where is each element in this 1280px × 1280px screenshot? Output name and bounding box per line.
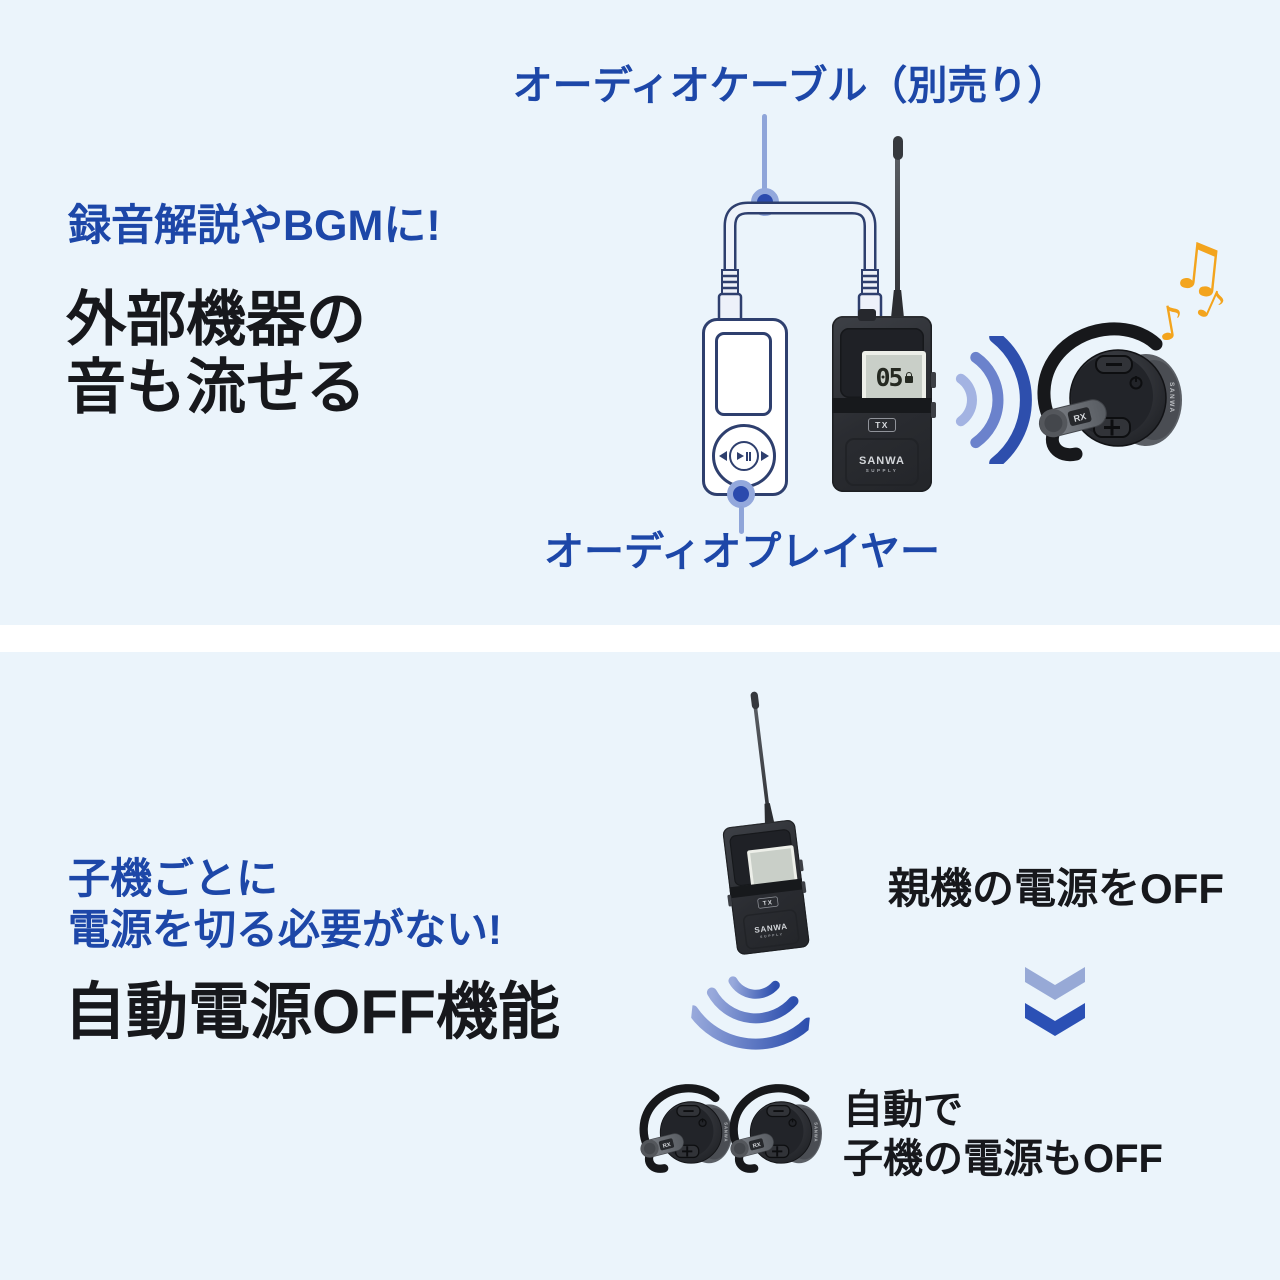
transmitter-side-button — [931, 372, 936, 388]
brand-logo: SANWA — [859, 455, 905, 467]
auto-off-title: 自動電源OFF機能 — [64, 978, 560, 1047]
transmitter-lcd-panel: 05 — [840, 328, 926, 403]
auto-off-eyebrow-line1: 子機ごとに — [68, 855, 279, 902]
antenna-icon — [895, 152, 900, 320]
receiver-boom: RX — [1038, 399, 1107, 438]
auto-off-eyebrow-line2: 電源を切る必要がない! — [68, 906, 502, 954]
transmitter-device: 05 TX SANWA SUPPLY — [832, 136, 936, 492]
rx-badge: RX — [1073, 411, 1088, 424]
external-audio-eyebrow: 録音解説やBGMに! — [68, 202, 441, 250]
ear-hook — [1037, 322, 1163, 462]
player-callout-dot — [727, 480, 755, 508]
parent-power-off-label: 親機の電源をOFF — [888, 865, 1224, 912]
transmitter-lcd-panel — [728, 828, 798, 889]
auto-off-eyebrow: 子機ごとに 電源を切る必要がない! — [68, 853, 502, 955]
transmitter-side-button — [931, 402, 936, 418]
audio-player — [702, 318, 788, 496]
audio-player-screen — [715, 332, 772, 416]
audio-player-label: オーディオプレイヤー — [544, 530, 940, 574]
brand-logo: SANWA — [813, 1122, 818, 1142]
transmitter-device: TX SANWA SUPPLY — [722, 691, 811, 956]
transmitter-battery-cover — [845, 438, 919, 486]
antenna-tip — [892, 136, 903, 160]
transmitter-audio-jack — [858, 309, 876, 321]
earpiece-receiver-illustration: RX SANWA — [1037, 322, 1182, 462]
transmitter-side-button — [798, 859, 804, 872]
earpiece-receiver: RX SANWA — [726, 1080, 828, 1176]
player-callout-line — [739, 506, 744, 534]
child-power-off-line1: 自動で — [843, 1088, 963, 1132]
earpiece-receiver: RX SANWA — [636, 1080, 738, 1176]
brand-logo: SANWA — [723, 1122, 728, 1142]
audio-player-clickwheel — [712, 424, 776, 488]
cable-callout-line — [762, 114, 767, 192]
antenna-tip — [749, 691, 760, 710]
brand-logo-sub: SUPPLY — [865, 468, 899, 473]
child-power-off-label: 自動で 子機の電源もOFF — [843, 1086, 1163, 1184]
next-icon — [761, 451, 769, 461]
section-divider — [0, 625, 1280, 652]
rx-badge: RX — [752, 1142, 761, 1150]
transmitter-groove — [832, 398, 932, 413]
tx-badge: TX — [868, 418, 896, 432]
brand-logo: SANWA — [1168, 382, 1175, 414]
earpiece-receiver: RX SANWA — [1032, 316, 1192, 466]
transmitter-side-button — [801, 881, 807, 894]
prev-icon — [719, 451, 727, 461]
wireless-signal-icon — [688, 976, 814, 1050]
audio-cable-label: オーディオケーブル（別売り） — [512, 64, 1068, 108]
rx-badge: RX — [662, 1142, 671, 1150]
external-audio-title: 外部機器の 音も流せる — [66, 286, 366, 422]
external-audio-title-line1: 外部機器の — [66, 286, 366, 353]
lock-icon — [904, 372, 913, 383]
wireless-signal-icon — [955, 336, 1032, 464]
down-chevron-icon — [1025, 967, 1085, 1036]
child-power-off-line2: 子機の電源もOFF — [843, 1136, 1163, 1181]
external-audio-title-line2: 音も流せる — [66, 353, 366, 421]
lcd-channel-value: 05 — [875, 362, 903, 392]
power-icon — [1129, 376, 1143, 390]
play-pause-icon — [729, 441, 759, 471]
transmitter-lcd: 05 — [862, 351, 926, 403]
antenna-base — [891, 290, 904, 318]
